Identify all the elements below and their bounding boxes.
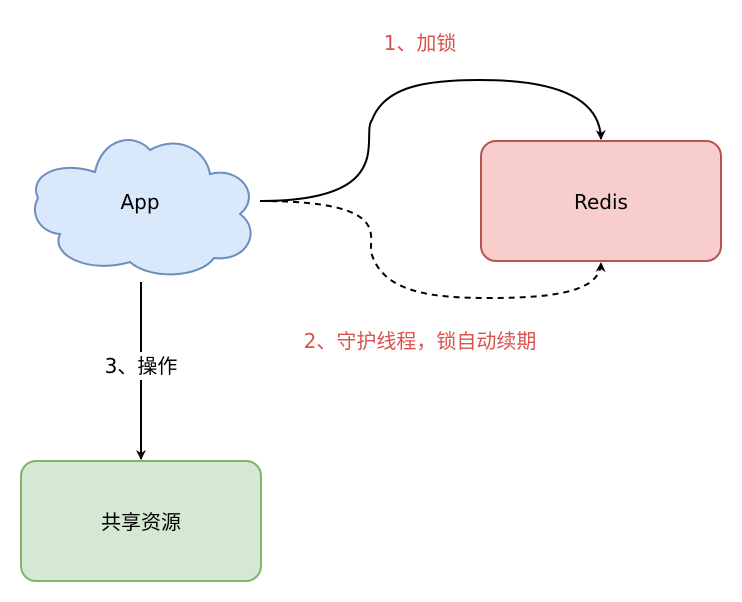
shared-resource-node[interactable]: 共享资源	[20, 460, 262, 582]
shared-resource-box	[20, 460, 262, 582]
edge-lock[interactable]: 1、加锁	[259, 31, 606, 202]
redis-label: Redis	[574, 190, 628, 214]
app-node[interactable]: App	[33, 139, 252, 276]
shared-resource-label: 共享资源	[101, 510, 181, 534]
edge-lock-label: 1、加锁	[384, 31, 457, 55]
edge-renew-label: 2、守护线程，锁自动续期	[304, 329, 537, 353]
edge-renew-line	[259, 200, 606, 300]
edge-operate-label: 3、操作	[105, 354, 178, 378]
edge-operate[interactable]: 3、操作	[98, 282, 186, 460]
edge-operate-label-bg	[98, 352, 186, 380]
redis-node[interactable]: Redis	[480, 140, 722, 262]
edge-renew[interactable]: 2、守护线程，锁自动续期	[259, 200, 606, 353]
cloud-shape	[33, 139, 252, 276]
redis-box	[480, 140, 722, 262]
app-label: App	[120, 190, 159, 214]
edge-lock-line	[259, 78, 606, 202]
